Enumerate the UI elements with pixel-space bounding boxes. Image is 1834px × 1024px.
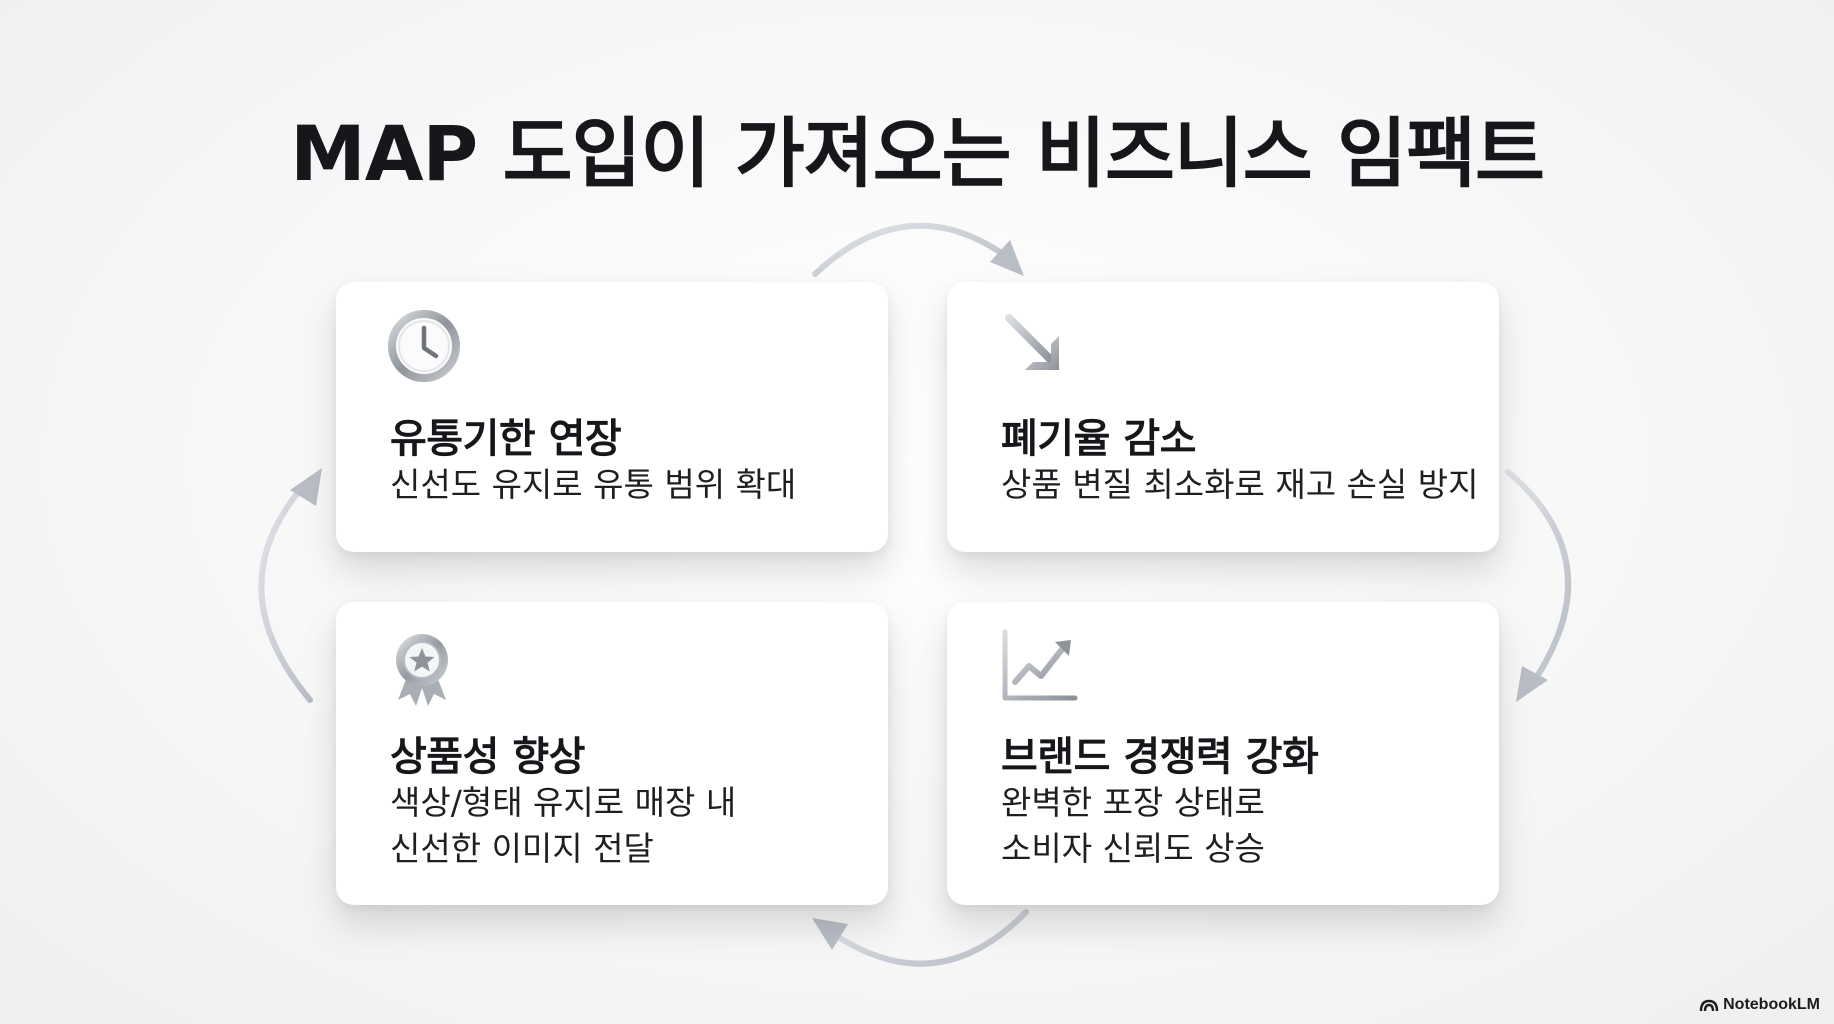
card-description: 신선도 유지로 유통 범위 확대 [390,462,796,508]
card-quality: 상품성 향상 색상/형태 유지로 매장 내 신선한 이미지 전달 [336,602,888,905]
card-description: 상품 변질 최소화로 재고 손실 방지 [1001,462,1479,508]
bottom-cycle-arrowhead [812,918,848,950]
page-title: MAP 도입이 가져오는 비즈니스 임팩트 [290,109,1545,198]
card-title: 폐기율 감소 [1001,416,1196,462]
right-cycle-arrowhead [1516,666,1548,702]
card-shelf-life: 유통기한 연장 신선도 유지로 유통 범위 확대 [336,282,888,552]
left-cycle-arrow [258,487,313,703]
right-cycle-arrow [1505,469,1572,681]
notebooklm-watermark: NotebookLM [1699,996,1820,1014]
award-ribbon-icon [396,634,448,706]
card-description-line: 상품 변질 최소화로 재고 손실 방지 [1001,465,1479,504]
card-waste-reduction: 폐기율 감소 상품 변질 최소화로 재고 손실 방지 [947,282,1499,552]
left-cycle-arrowhead [290,468,322,506]
card-title: 브랜드 경쟁력 강화 [1001,734,1319,780]
card-description: 완벽한 포장 상태로 소비자 신뢰도 상승 [1001,780,1265,872]
card-description: 색상/형태 유지로 매장 내 신선한 이미지 전달 [390,780,736,872]
card-title: 유통기한 연장 [390,416,622,462]
card-description-line: 완벽한 포장 상태로 [1001,783,1265,822]
notebooklm-logo-icon [1699,999,1719,1012]
top-cycle-arrow [812,222,1003,277]
trending-up-chart-icon [1002,629,1078,701]
card-description-line: 신선한 이미지 전달 [390,829,654,868]
card-description-line: 색상/형태 유지로 매장 내 [390,783,737,822]
arrow-down-right-icon [1005,314,1059,370]
card-description-line: 소비자 신뢰도 상승 [1001,829,1265,868]
card-title: 상품성 향상 [390,734,585,780]
brand-name: NotebookLM [1723,996,1820,1013]
card-description-line: 신선도 유지로 유통 범위 확대 [390,465,797,504]
card-brand-competitiveness: 브랜드 경쟁력 강화 완벽한 포장 상태로 소비자 신뢰도 상승 [947,602,1499,905]
top-cycle-arrowhead [990,240,1024,276]
clock-icon [388,310,460,382]
bottom-cycle-arrow [837,909,1029,967]
